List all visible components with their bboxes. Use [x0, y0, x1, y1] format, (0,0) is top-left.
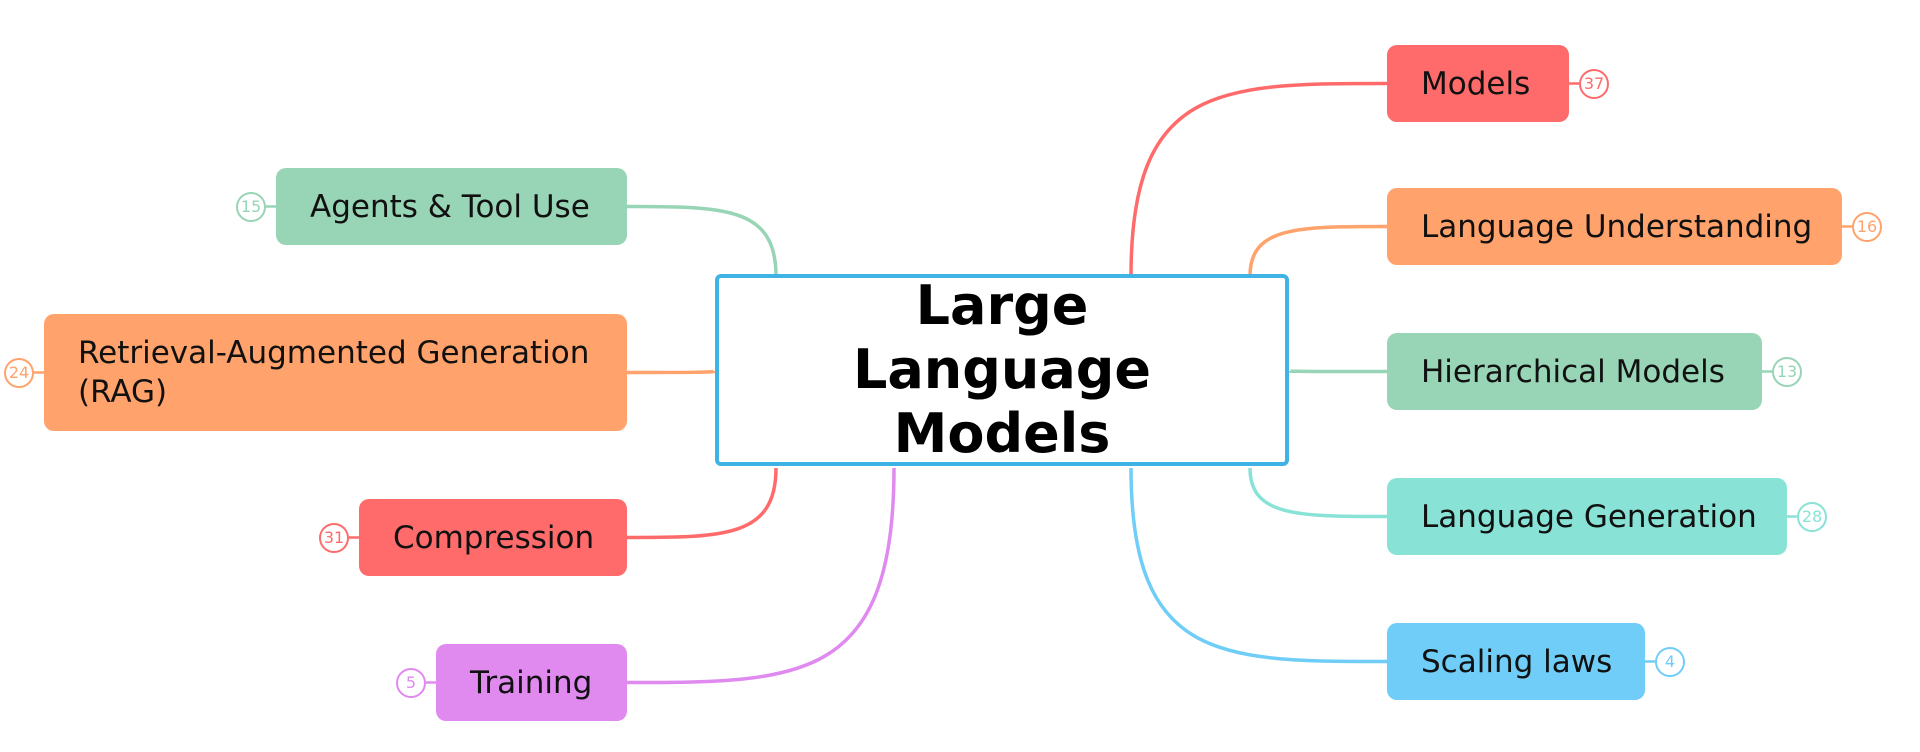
branch-node-hierarchical-models[interactable]: Hierarchical Models	[1387, 333, 1762, 410]
root-node[interactable]: Large Language Models	[715, 274, 1289, 466]
branch-node-training[interactable]: Training	[436, 644, 627, 721]
branch-node-compression[interactable]: Compression	[359, 499, 627, 576]
branch-label: Scaling laws	[1421, 643, 1613, 680]
branch-node-scaling-laws[interactable]: Scaling laws	[1387, 623, 1645, 700]
child-count-badge[interactable]: 28	[1797, 501, 1827, 532]
child-count-badge[interactable]: 5	[396, 667, 426, 698]
child-count-badge[interactable]: 16	[1852, 211, 1882, 242]
connector-rag	[626, 369, 717, 375]
branch-label: Training	[470, 664, 593, 701]
branch-label: Language Understanding	[1421, 208, 1813, 245]
branch-label: Retrieval-Augmented Generation (RAG)	[78, 334, 590, 410]
branch-label: Language Generation	[1421, 498, 1757, 535]
branch-node-agents-tool-use[interactable]: Agents & Tool Use	[276, 168, 627, 245]
branch-label: Hierarchical Models	[1421, 353, 1725, 390]
connector-language-generation	[1248, 467, 1388, 519]
child-count-badge[interactable]: 13	[1772, 356, 1802, 387]
connector-hierarchical-models	[1287, 369, 1388, 374]
branch-node-language-understanding[interactable]: Language Understanding	[1387, 188, 1842, 265]
root-node-title: Large Language Models	[852, 274, 1152, 465]
connector-agents-tool-use	[626, 204, 778, 277]
connector-scaling-laws	[1129, 467, 1388, 664]
connector-models	[1129, 81, 1388, 277]
branch-label: Compression	[393, 519, 595, 556]
connector-compression	[626, 467, 778, 540]
branch-label: Agents & Tool Use	[310, 188, 590, 225]
child-count-badge[interactable]: 37	[1579, 68, 1609, 99]
branch-label: Models	[1421, 65, 1531, 102]
child-count-badge[interactable]: 24	[4, 357, 34, 388]
branch-node-models[interactable]: Models	[1387, 45, 1569, 122]
branch-node-rag[interactable]: Retrieval-Augmented Generation (RAG)	[44, 314, 627, 431]
branch-node-language-generation[interactable]: Language Generation	[1387, 478, 1787, 555]
connector-language-understanding	[1248, 224, 1388, 277]
child-count-badge[interactable]: 4	[1655, 646, 1685, 677]
child-count-badge[interactable]: 15	[236, 191, 266, 222]
child-count-badge[interactable]: 31	[319, 522, 349, 553]
connector-training	[626, 467, 896, 685]
